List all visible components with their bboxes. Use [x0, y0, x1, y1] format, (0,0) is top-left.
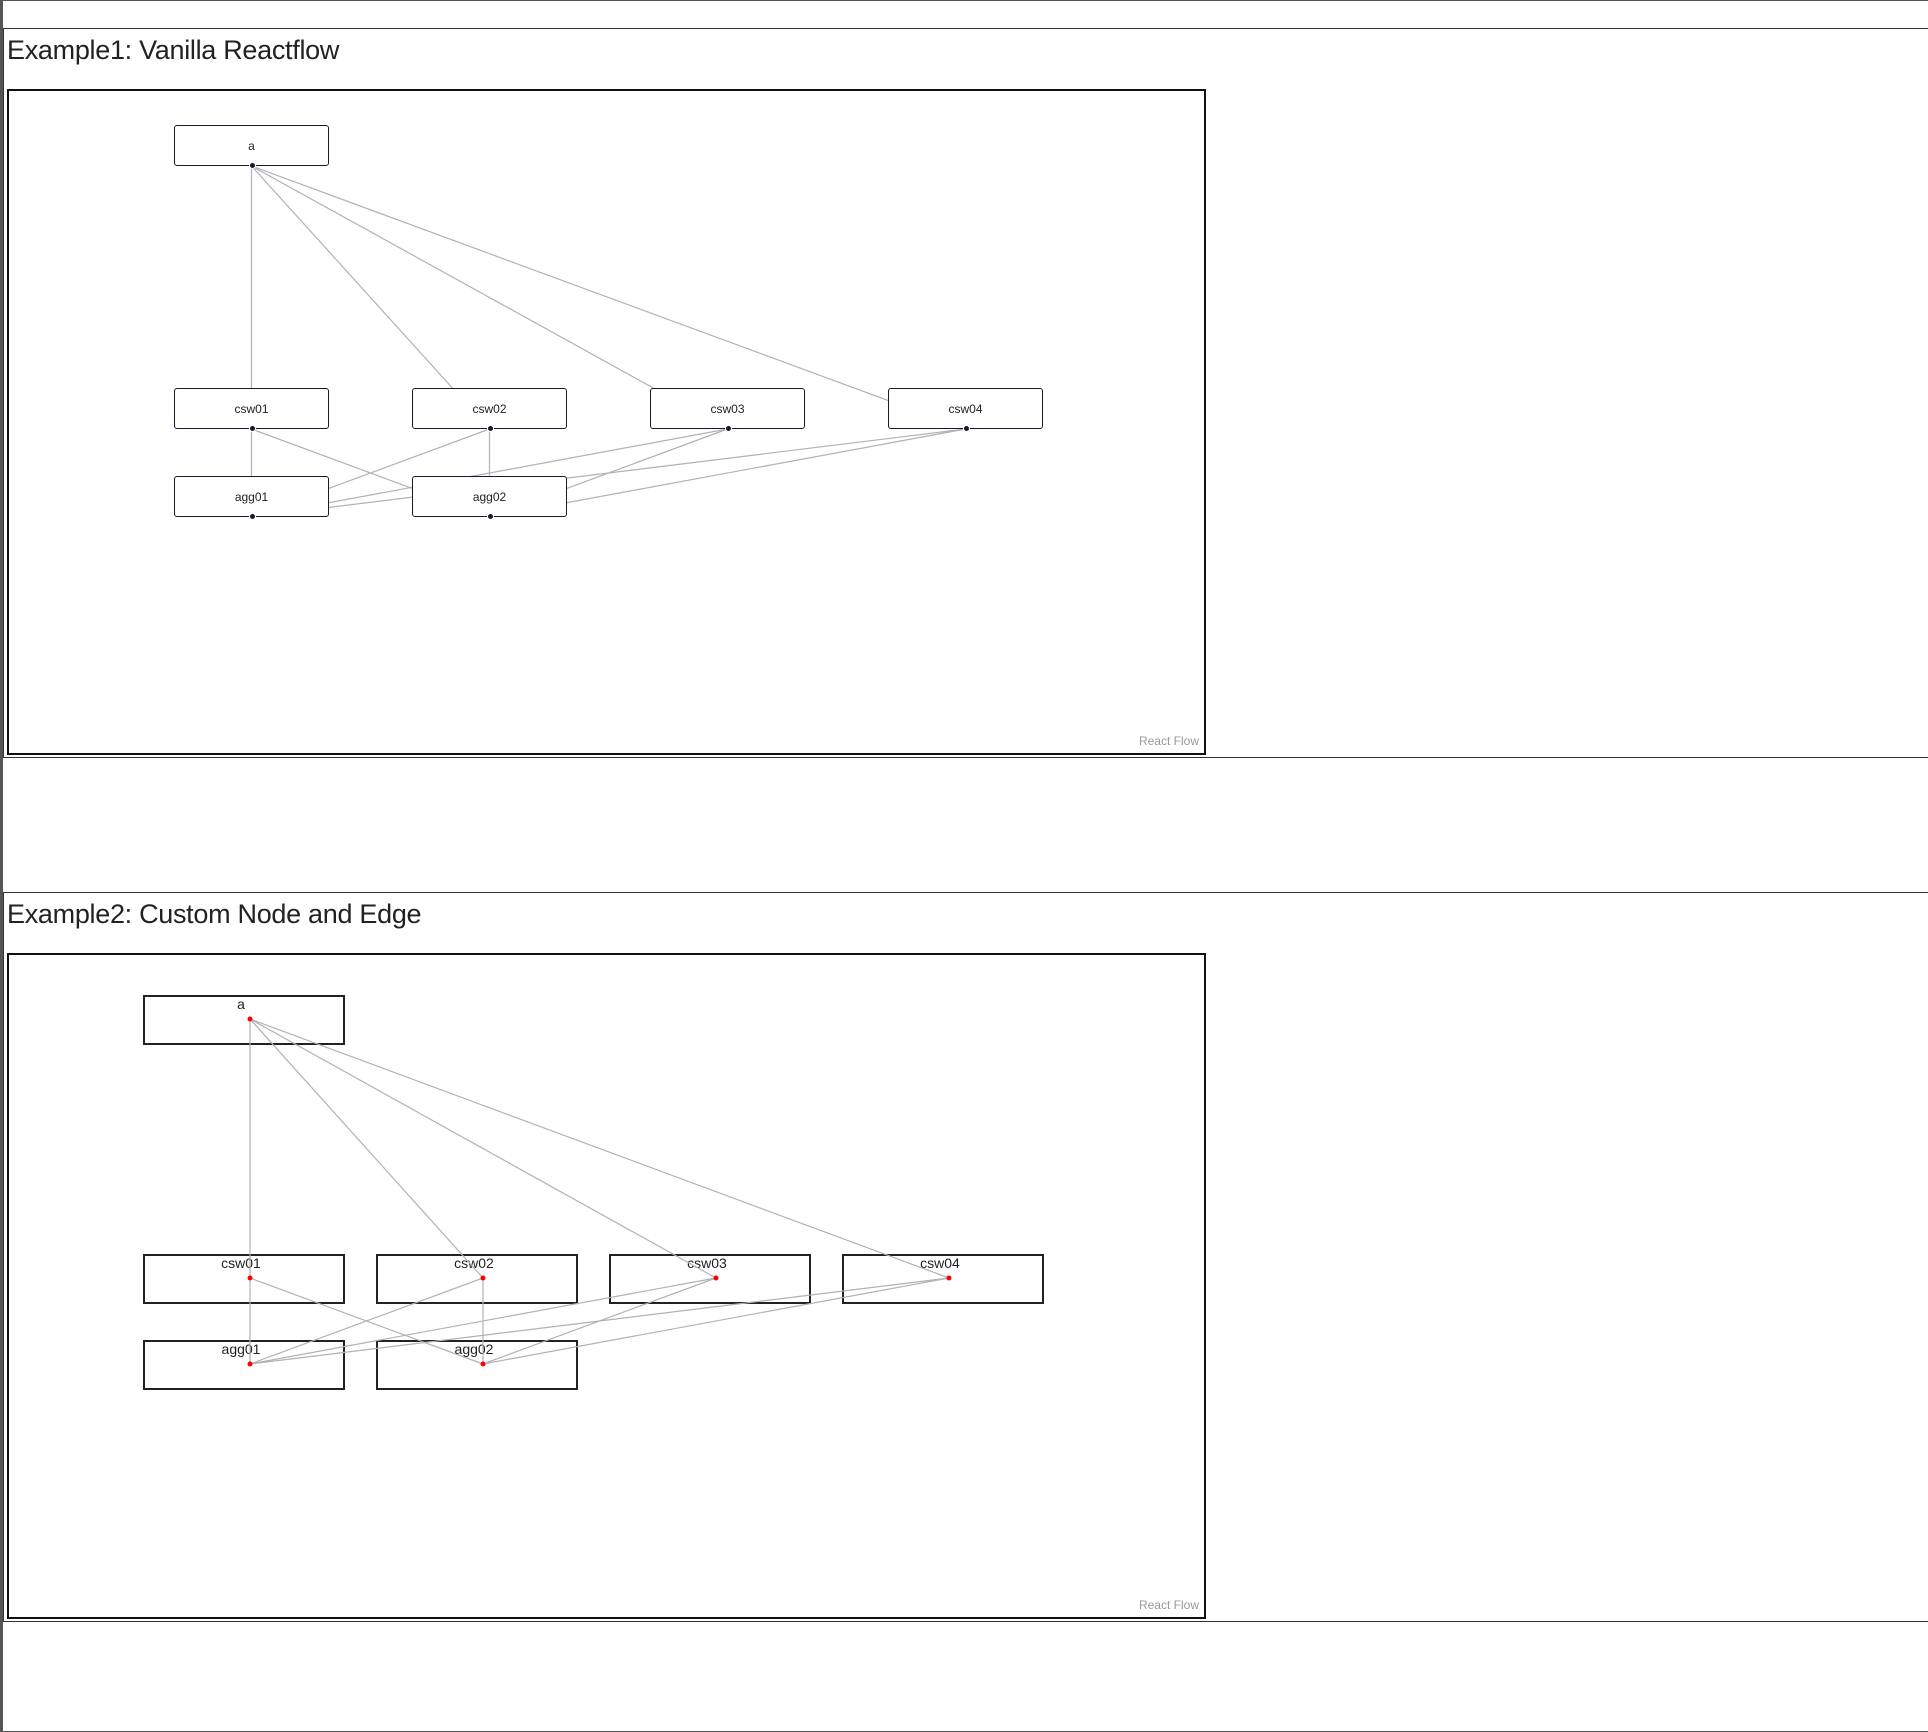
node-label: csw04 [920, 1255, 960, 1271]
edge-csw04-agg01[interactable] [251, 428, 966, 518]
handle-dot-csw02[interactable] [480, 1275, 486, 1281]
node-label: csw02 [472, 401, 507, 416]
example1-flow-canvas[interactable]: React Flow a csw01 csw02 csw03 csw04 agg01 agg… [7, 89, 1206, 755]
edge-csw04-agg02[interactable] [489, 428, 966, 518]
node-label: csw02 [454, 1255, 494, 1271]
handle-dot-agg02[interactable] [480, 1361, 486, 1367]
edge-a-csw04[interactable] [251, 165, 966, 430]
example2-title: Example2: Custom Node and Edge [7, 899, 422, 929]
source-handle[interactable] [724, 425, 732, 432]
example2-section: Example2: Custom Node and Edge React Flo… [3, 892, 1928, 1622]
node-label: csw04 [948, 401, 983, 416]
node-csw04[interactable]: csw04 [842, 1254, 1044, 1304]
node-label: agg02 [472, 489, 507, 504]
edges-layer [247, 1016, 952, 1367]
node-label: agg02 [454, 1341, 494, 1357]
source-handle[interactable] [962, 425, 970, 432]
node-csw02[interactable]: csw02 [412, 388, 567, 432]
react-flow-attribution[interactable]: React Flow [1138, 1598, 1199, 1612]
node-label: csw03 [710, 401, 745, 416]
source-handle[interactable] [248, 513, 256, 520]
node-label: csw01 [221, 1255, 261, 1271]
example1-section: Example1: Vanilla Reactflow React Flow a… [3, 28, 1928, 758]
example1-title: Example1: Vanilla Reactflow [7, 35, 340, 65]
handle-dot-csw04[interactable] [946, 1275, 952, 1281]
edge-a-csw03[interactable] [251, 165, 728, 430]
source-handle[interactable] [248, 162, 256, 169]
node-csw01[interactable]: csw01 [174, 388, 329, 432]
node-label: a [248, 138, 255, 153]
react-flow-attribution[interactable]: React Flow [1138, 734, 1199, 748]
node-a[interactable]: a [143, 995, 345, 1045]
node-agg02[interactable]: agg02 [412, 476, 567, 520]
edge-csw02-agg01[interactable] [249, 1277, 484, 1365]
edge-csw03-agg01[interactable] [249, 1277, 717, 1365]
edge-csw04-agg01[interactable] [249, 1277, 950, 1365]
edge-csw03-agg01[interactable] [251, 428, 728, 518]
edge-a-csw02[interactable] [249, 1018, 484, 1279]
node-csw03[interactable]: csw03 [650, 388, 805, 432]
handle-dot-agg01[interactable] [247, 1361, 253, 1367]
node-csw04[interactable]: csw04 [888, 388, 1043, 432]
node-label: agg01 [234, 489, 269, 504]
node-csw01[interactable]: csw01 [143, 1254, 345, 1304]
node-csw02[interactable]: csw02 [376, 1254, 578, 1304]
handle-dot-csw01[interactable] [247, 1275, 253, 1281]
node-agg02[interactable]: agg02 [376, 1340, 578, 1390]
edge-a-csw03[interactable] [249, 1018, 717, 1279]
handle-dot-csw03[interactable] [713, 1275, 719, 1281]
node-agg01[interactable]: agg01 [174, 476, 329, 520]
node-label: agg01 [221, 1341, 261, 1357]
source-handle[interactable] [486, 425, 494, 432]
node-label: csw01 [234, 401, 269, 416]
edge-a-csw02[interactable] [251, 165, 490, 430]
node-label: a [237, 996, 245, 1012]
node-a[interactable]: a [174, 125, 329, 169]
edge-csw04-agg02[interactable] [482, 1277, 950, 1365]
edge-a-csw04[interactable] [249, 1018, 950, 1279]
node-agg01[interactable]: agg01 [143, 1340, 345, 1390]
source-handle[interactable] [248, 425, 256, 432]
source-handle[interactable] [486, 513, 494, 520]
handle-dot-a[interactable] [247, 1016, 253, 1022]
